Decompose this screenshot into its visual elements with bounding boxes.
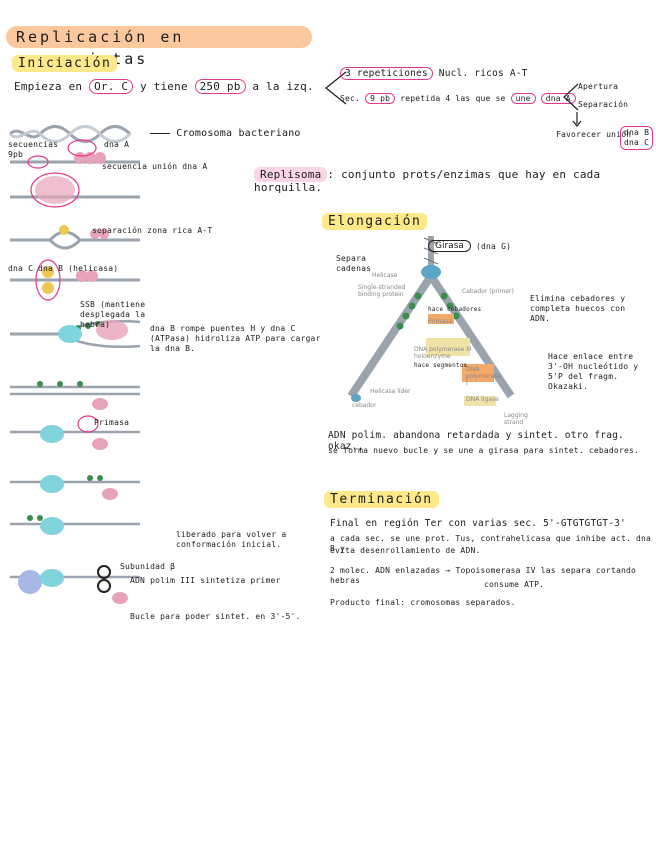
arrow-down — [572, 112, 582, 127]
branch-apertura: Apertura — [578, 82, 619, 91]
branch-separacion: Separación — [578, 100, 629, 109]
girasa-oval: Girasa — [428, 240, 471, 252]
replisoma-term: Replisoma — [254, 167, 328, 182]
lbl-secuencia-union: secuencia unión dna A — [102, 162, 208, 171]
girasa-gene: (dna G) — [476, 242, 512, 251]
dnaB-dnaC-load — [10, 259, 140, 301]
lbl-separa-cadenas: Separa cadenas — [336, 254, 372, 273]
lbl-hace-segmentos: hace segmentos — [414, 362, 468, 369]
term-line1: Final en región Ter con varias sec. 5'-G… — [330, 518, 626, 529]
iniciacion-line1: Empieza en Or. C y tiene 250 pb a la izq… — [14, 79, 314, 94]
lbl-lagging: Lagging strand — [504, 412, 528, 426]
lbl-cebador: cebador — [352, 402, 377, 409]
lbl-pol3: DNA polymerase III holoenzyme — [414, 346, 472, 360]
term-line4: 2 molec. ADN enlazadas → Topoisomerasa I… — [330, 566, 637, 585]
elong-note-1: ADN polim. abandona retardada y sintet. … — [328, 430, 624, 452]
lbl-primasa: Primasa — [94, 418, 130, 427]
heading-iniciacion: Iniciación — [12, 55, 118, 72]
lbl-dnaB-rompe: dna B rompe puentes H y dna C (ATPasa) h… — [150, 324, 321, 353]
term-line4c: consume ATP. — [484, 580, 545, 589]
lbl-ligase: DNA ligase — [466, 396, 499, 403]
lbl-bucle: Bucle para poder sintet. en 3'-5'. — [130, 612, 301, 621]
ssb-step — [10, 319, 141, 349]
lbl-helicase: Helicase — [372, 272, 398, 279]
lbl-separacion-at: separación zona rica A-T — [92, 226, 213, 235]
brace-iniciacion — [324, 71, 347, 105]
brace-dnaA — [563, 83, 579, 111]
lbl-liberado: liberado para volver a conformación inic… — [176, 530, 287, 549]
lbl-primer: Cebador (primer) — [462, 288, 514, 295]
rep-line2: Sec. 9 pb repetida 4 las que se une dna … — [340, 93, 576, 104]
lbl-enlace: Hace enlace entre 3'-OH nucleótido y 5'P… — [548, 352, 639, 391]
lbl-dnaC: dna C — [8, 264, 34, 273]
strand-separation — [10, 225, 140, 250]
term-line3: evita desenrollamiento de ADN. — [330, 546, 481, 555]
fork-steps — [10, 381, 140, 604]
lbl-hace-cebadores: hace cebadores — [428, 306, 482, 313]
ori-c: Or. C — [89, 79, 134, 94]
dnaA-bound — [10, 172, 140, 208]
lbl-ssb: SSB (mantiene desplegada la hebra) — [80, 300, 146, 329]
term-line5: Producto final: cromosomas separados. — [330, 598, 516, 607]
lbl-elimina-cebadores: Elimina cebadores y completa huecos con … — [530, 294, 626, 323]
lbl-subunidad-beta: Subunidad β — [120, 562, 176, 571]
lbl-dnaB-helicasa: dna B (helicasa) — [38, 264, 119, 273]
lbl-pol1: DNA polymerase I — [466, 366, 502, 387]
lbl-primasa-fork: Primasa — [428, 318, 452, 325]
lbl-cromosoma: Cromosoma bacteriano — [150, 128, 301, 139]
term-line2: a cada sec. se une prot. Tus, contraheli… — [330, 534, 652, 553]
heading-terminacion: Terminación — [324, 491, 439, 508]
favorecer-union: Favorecer unión — [556, 130, 632, 139]
dna-twist-1 — [8, 125, 132, 143]
rep-line1: 3 repeticiones Nucl. ricos A-T — [340, 67, 528, 80]
dnaB-dnaC-box: dna B dna C — [620, 126, 654, 150]
page-title: Replicación en procariotas — [6, 26, 312, 68]
lbl-ssb-protein: Single-stranded binding protein — [358, 284, 406, 298]
pb-count: 250 pb — [194, 79, 246, 94]
lbl-secuencias-9pb: secuencias 9pb — [8, 140, 59, 159]
lbl-adn-pol-primer: ADN polim III sintetiza primer — [130, 576, 281, 585]
lbl-dnaA: dna A — [104, 140, 130, 149]
diagram-initiation — [8, 125, 141, 604]
dnaA-cluster — [10, 139, 140, 169]
heading-elongacion: Elongación — [322, 213, 428, 230]
elong-note-2: se forma nuevo bucle y se une a girasa p… — [328, 446, 640, 455]
lbl-leading: Helicasa líder — [370, 388, 411, 395]
replisoma-def: Replisoma: conjunto prots/enzimas que ha… — [254, 167, 601, 194]
